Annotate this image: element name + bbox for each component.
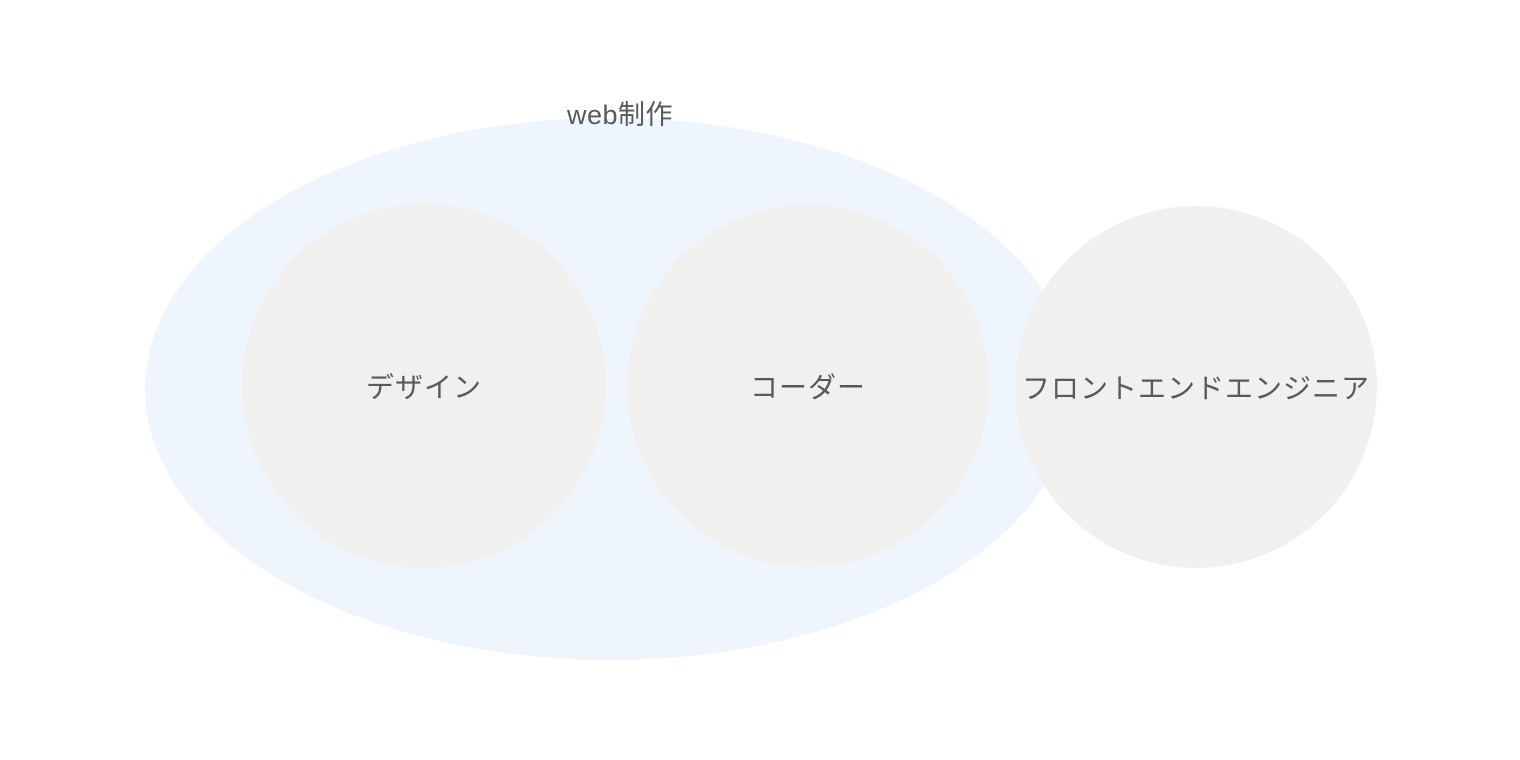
node-label-coder: コーダー: [749, 372, 866, 403]
node-circle-coder: コーダー: [627, 205, 989, 567]
node-circle-frontend-engineer: フロントエンドエンジニア: [1015, 206, 1377, 568]
group-label-web-production: web制作: [566, 100, 674, 130]
node-circle-design: デザイン: [242, 204, 606, 568]
node-label-design: デザイン: [365, 372, 482, 403]
node-label-frontend-engineer: フロントエンドエンジニア: [1021, 373, 1370, 404]
